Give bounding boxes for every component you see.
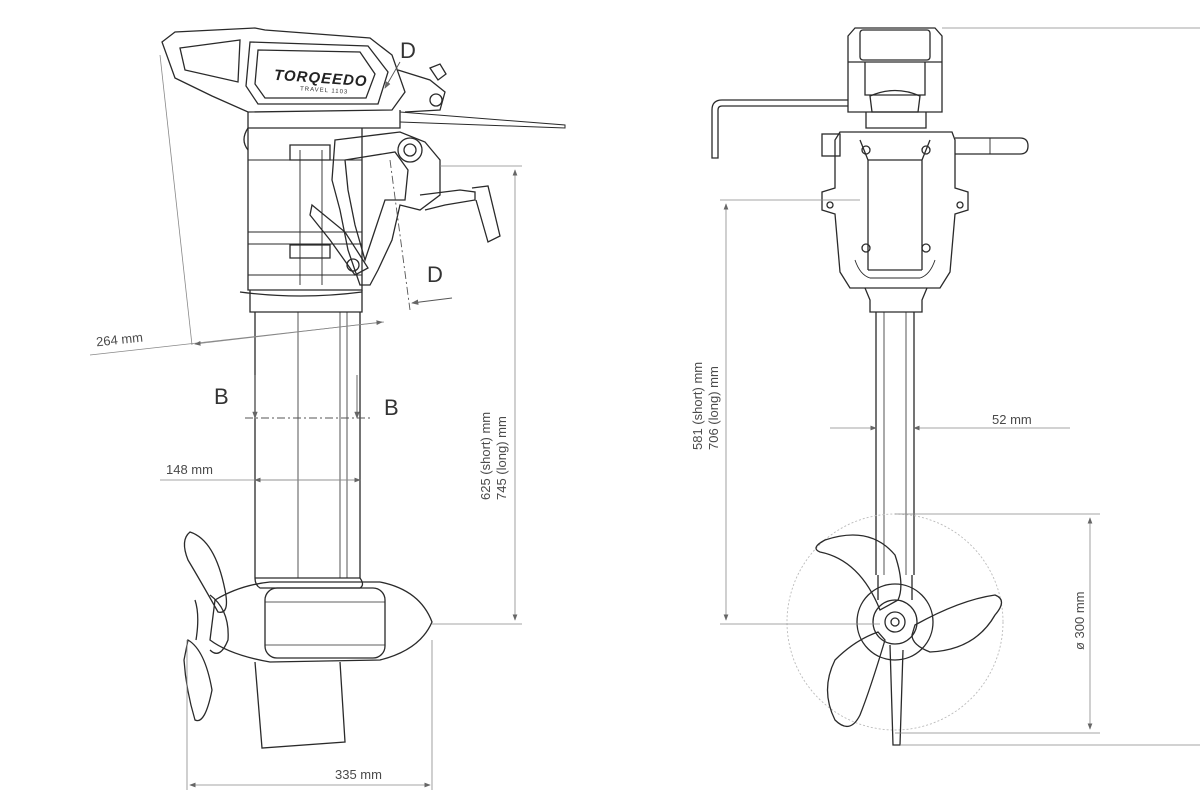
propeller-side (183, 531, 229, 722)
front-head (711, 27, 943, 159)
dim-581-short: 581 (short) mm (690, 361, 705, 450)
dim-745-long: 745 (long) mm (494, 416, 509, 500)
propeller-front (786, 513, 1004, 746)
front-shaft (864, 287, 928, 575)
pylon-upper (239, 127, 363, 313)
section-mark-d-bottom: D (427, 262, 443, 287)
section-mark-b-right: B (384, 395, 399, 420)
front-bracket (821, 131, 1029, 289)
front-view (711, 27, 1029, 746)
dim-52mm: 52 mm (992, 412, 1032, 427)
side-dimension-lines (89, 54, 522, 790)
dim-148mm: 148 mm (166, 462, 213, 477)
side-construction-lines (245, 61, 453, 419)
section-mark-d-top: D (400, 38, 416, 63)
side-view (161, 27, 566, 749)
motor-pod (209, 577, 433, 749)
front-dimension-lines (720, 27, 1200, 746)
section-mark-b-left: B (214, 384, 229, 409)
dim-300mm: ø 300 mm (1072, 591, 1087, 650)
dim-706-long: 706 (long) mm (706, 366, 721, 450)
dim-335mm: 335 mm (335, 767, 382, 782)
clamp-bracket (289, 131, 501, 286)
shaft-tube (254, 312, 361, 579)
motor-head (161, 27, 566, 129)
dim-625-short: 625 (short) mm (478, 411, 493, 500)
